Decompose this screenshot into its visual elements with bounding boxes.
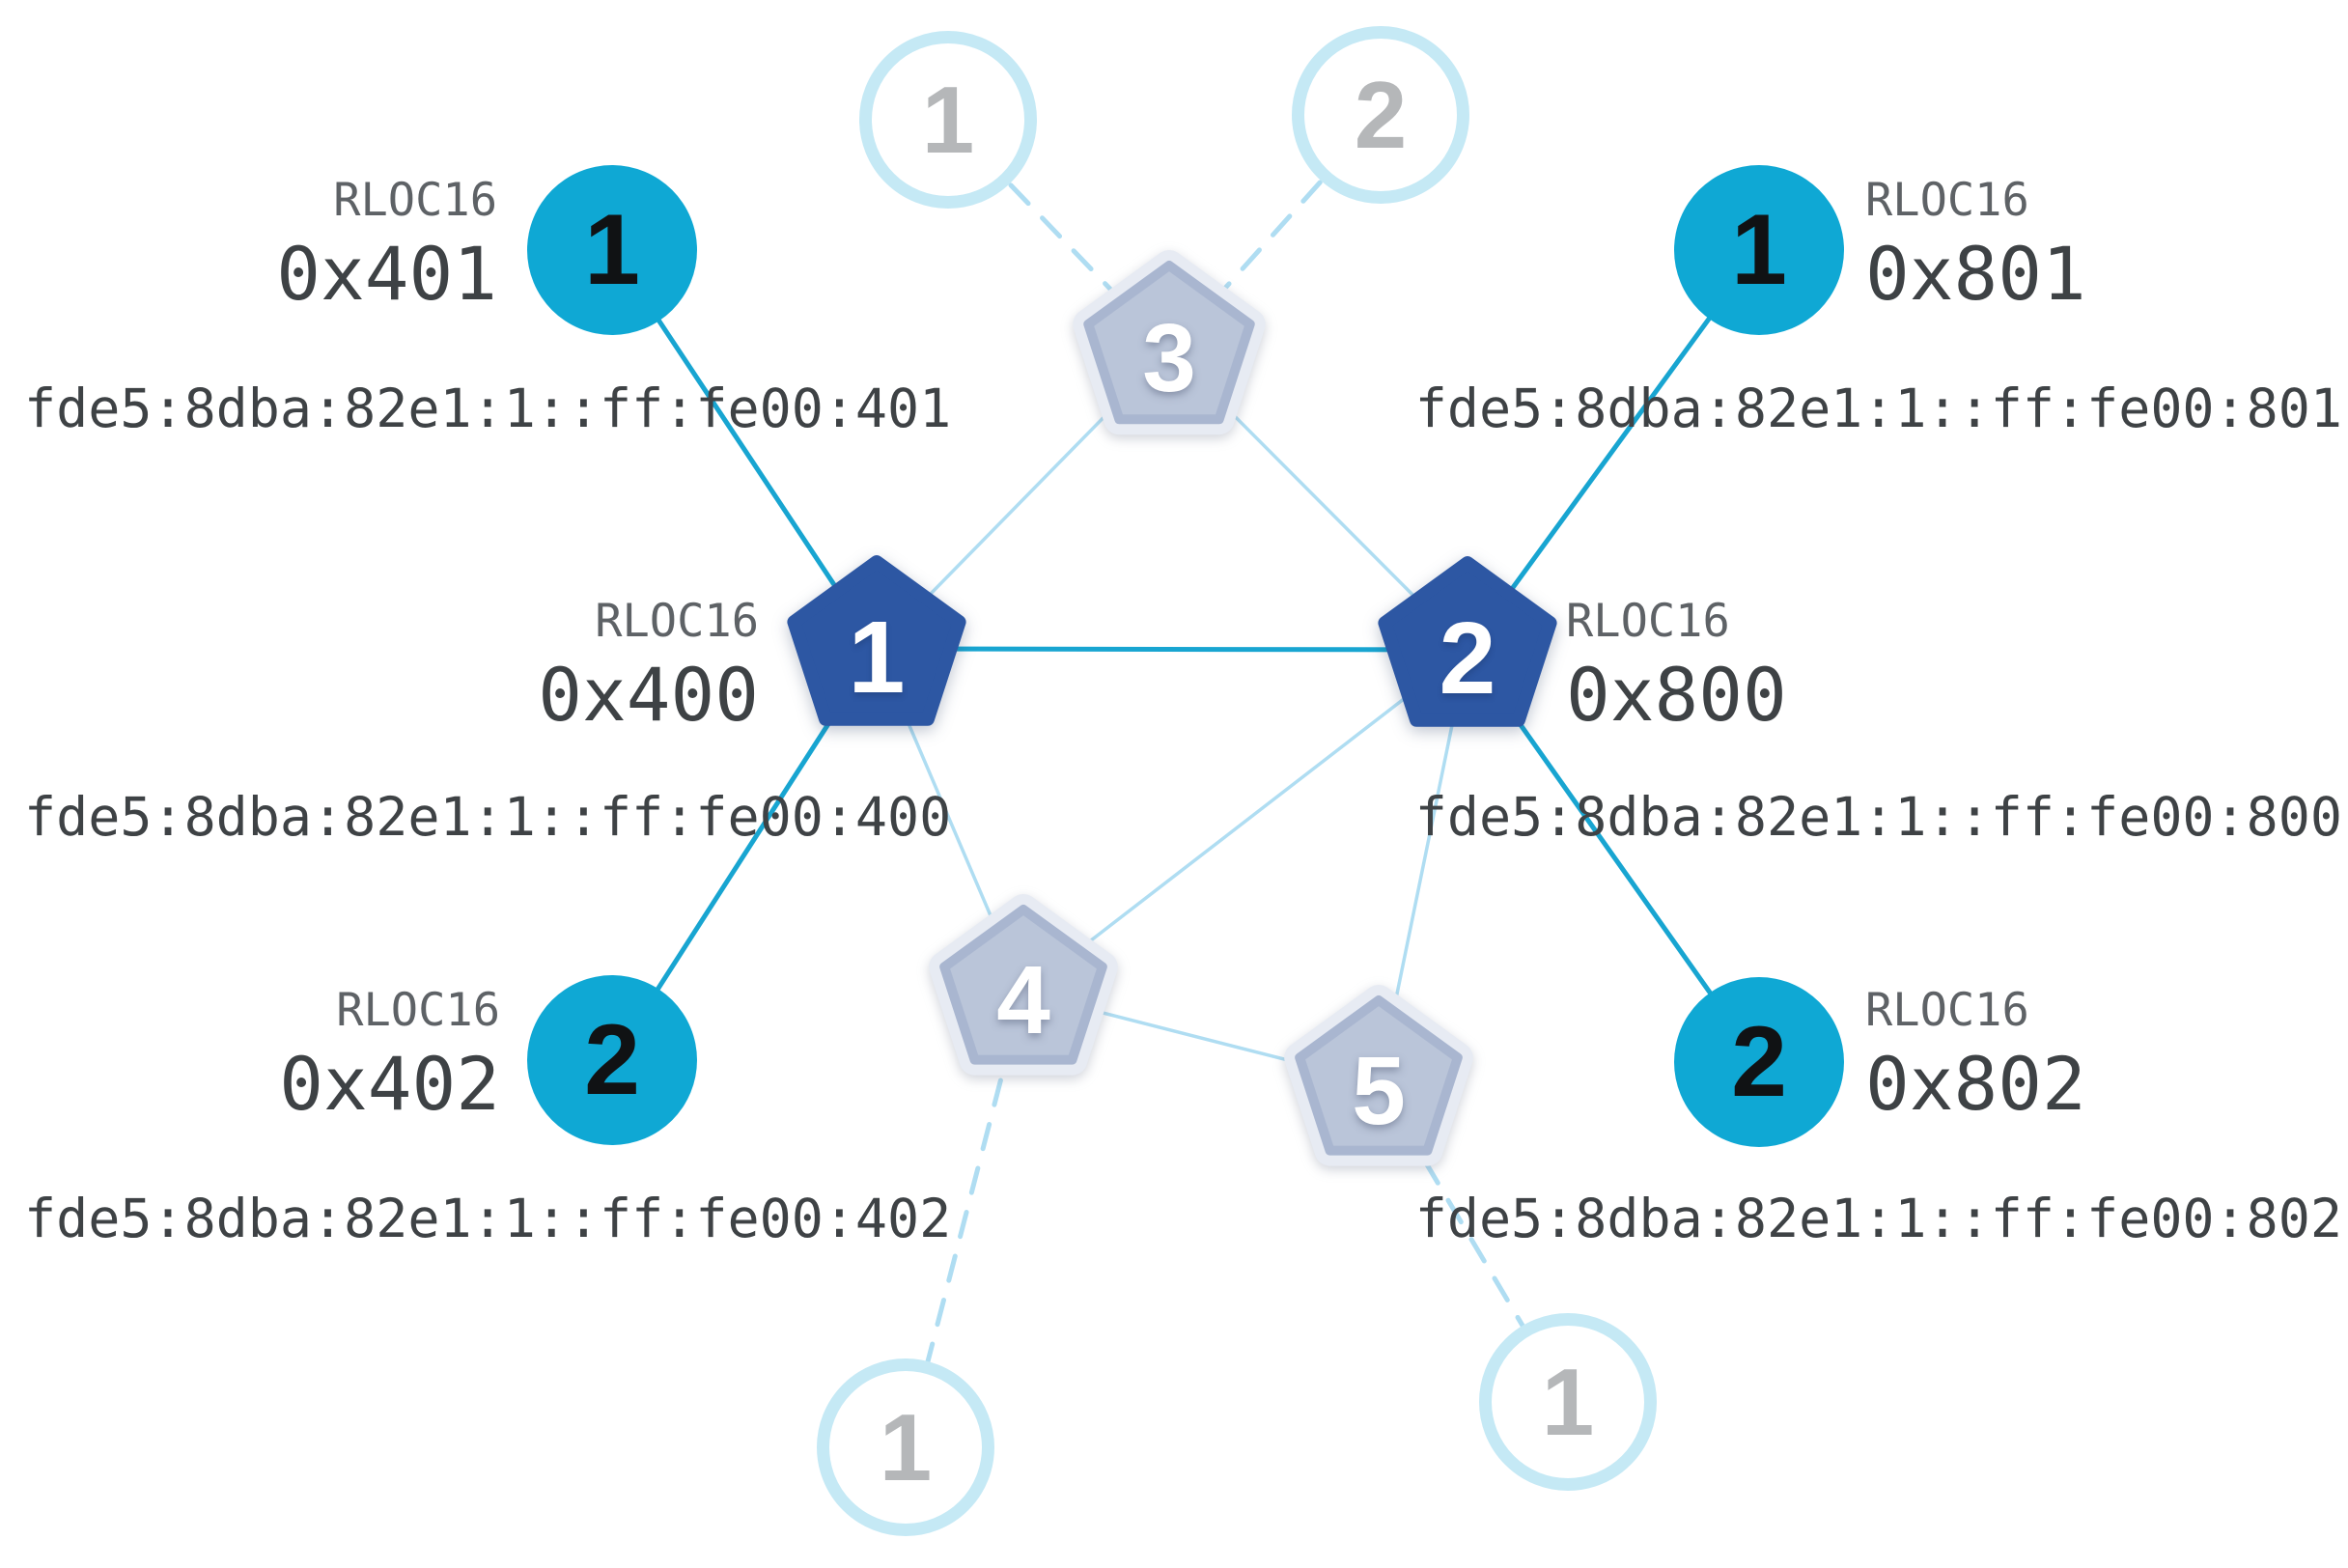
end-device-402-number: 2 xyxy=(584,1004,640,1116)
end-device-802-number: 2 xyxy=(1731,1006,1787,1118)
ghost-router-3-number: 3 xyxy=(1142,304,1196,412)
child-402-rloc-block: RLOC16 0x402 xyxy=(0,986,500,1123)
ghost-router-4-node: 4 xyxy=(927,894,1120,1089)
child-401-rloc16-value: 0x401 xyxy=(276,231,497,317)
end-device-402-node: 2 xyxy=(527,975,697,1145)
router-1-node: 1 xyxy=(780,552,973,745)
ghost-router-4-number: 4 xyxy=(996,946,1050,1054)
router-2-rloc16-label: RLOC16 xyxy=(1566,595,1730,648)
router-1-ipv6-address: fde5:8dba:82e1:1::ff:fe00:400 xyxy=(24,786,952,848)
end-device-802-node: 2 xyxy=(1674,977,1844,1147)
child-402-ipv6-address: fde5:8dba:82e1:1::ff:fe00:402 xyxy=(24,1188,952,1249)
router-2-node: 2 xyxy=(1371,553,1564,746)
ghost-end-device-top-1: 1 xyxy=(859,31,1037,209)
child-402-rloc16-label: RLOC16 xyxy=(336,984,500,1037)
end-device-801-node: 1 xyxy=(1674,165,1844,335)
router-1-rloc16-value: 0x400 xyxy=(538,652,759,738)
ghost-router-5-node: 5 xyxy=(1282,985,1475,1180)
child-402-rloc16-value: 0x402 xyxy=(279,1041,500,1127)
ghost-router-pentagon-icon xyxy=(929,894,1118,1076)
router-2-ipv6-address: fde5:8dba:82e1:1::ff:fe00:800 xyxy=(1414,786,2342,848)
child-801-rloc16-label: RLOC16 xyxy=(1865,174,2029,227)
router-2-number: 2 xyxy=(1439,602,1496,715)
router-2-rloc-block: RLOC16 0x800 xyxy=(1566,597,1787,734)
ghost-router-3-node: 3 xyxy=(1073,250,1266,447)
ghost-router-5-number: 5 xyxy=(1352,1037,1406,1145)
router-pentagon-icon xyxy=(787,555,966,726)
child-802-rloc16-label: RLOC16 xyxy=(1865,984,2029,1037)
end-device-801-number: 1 xyxy=(1731,194,1787,306)
ghost-end-device-bottom-right: 1 xyxy=(1479,1313,1657,1491)
link-router_2-ghost_pentagon_4 xyxy=(1021,648,1469,994)
router-1-number: 1 xyxy=(848,601,906,714)
ghost-end-device-top-2: 2 xyxy=(1292,26,1469,204)
router-1-rloc16-label: RLOC16 xyxy=(595,595,759,648)
child-801-rloc-block: RLOC16 0x801 xyxy=(1865,176,2086,313)
child-401-ipv6-address: fde5:8dba:82e1:1::ff:fe00:401 xyxy=(24,378,952,439)
ghost-router-pentagon-icon xyxy=(1284,985,1473,1166)
child-801-rloc16-value: 0x801 xyxy=(1865,231,2086,317)
child-401-rloc16-label: RLOC16 xyxy=(333,174,497,227)
ghost-end-device-bottom-left: 1 xyxy=(817,1358,994,1536)
router-pentagon-icon xyxy=(1378,556,1557,727)
ghost-end-device-top-2-number: 2 xyxy=(1354,62,1408,168)
child-401-rloc-block: RLOC16 0x401 xyxy=(0,176,497,313)
router-2-rloc16-value: 0x800 xyxy=(1566,652,1787,738)
child-802-ipv6-address: fde5:8dba:82e1:1::ff:fe00:802 xyxy=(1414,1188,2342,1249)
router-1-rloc-block: RLOC16 0x400 xyxy=(0,597,759,734)
child-802-rloc16-value: 0x802 xyxy=(1865,1041,2086,1127)
child-802-rloc-block: RLOC16 0x802 xyxy=(1865,986,2086,1123)
ghost-end-device-bottom-right-number: 1 xyxy=(1541,1349,1595,1455)
link-ghost_pentagon_4-ghost_circle_bottom_left xyxy=(903,990,1026,1450)
link-router_1-router_2 xyxy=(876,646,1468,653)
end-device-401-number: 1 xyxy=(584,194,640,306)
ghost-router-pentagon-icon xyxy=(1073,250,1266,435)
child-801-ipv6-address: fde5:8dba:82e1:1::ff:fe00:801 xyxy=(1414,378,2342,439)
ghost-end-device-bottom-left-number: 1 xyxy=(879,1394,933,1500)
end-device-401-node: 1 xyxy=(527,165,697,335)
ghost-end-device-top-1-number: 1 xyxy=(921,67,975,173)
